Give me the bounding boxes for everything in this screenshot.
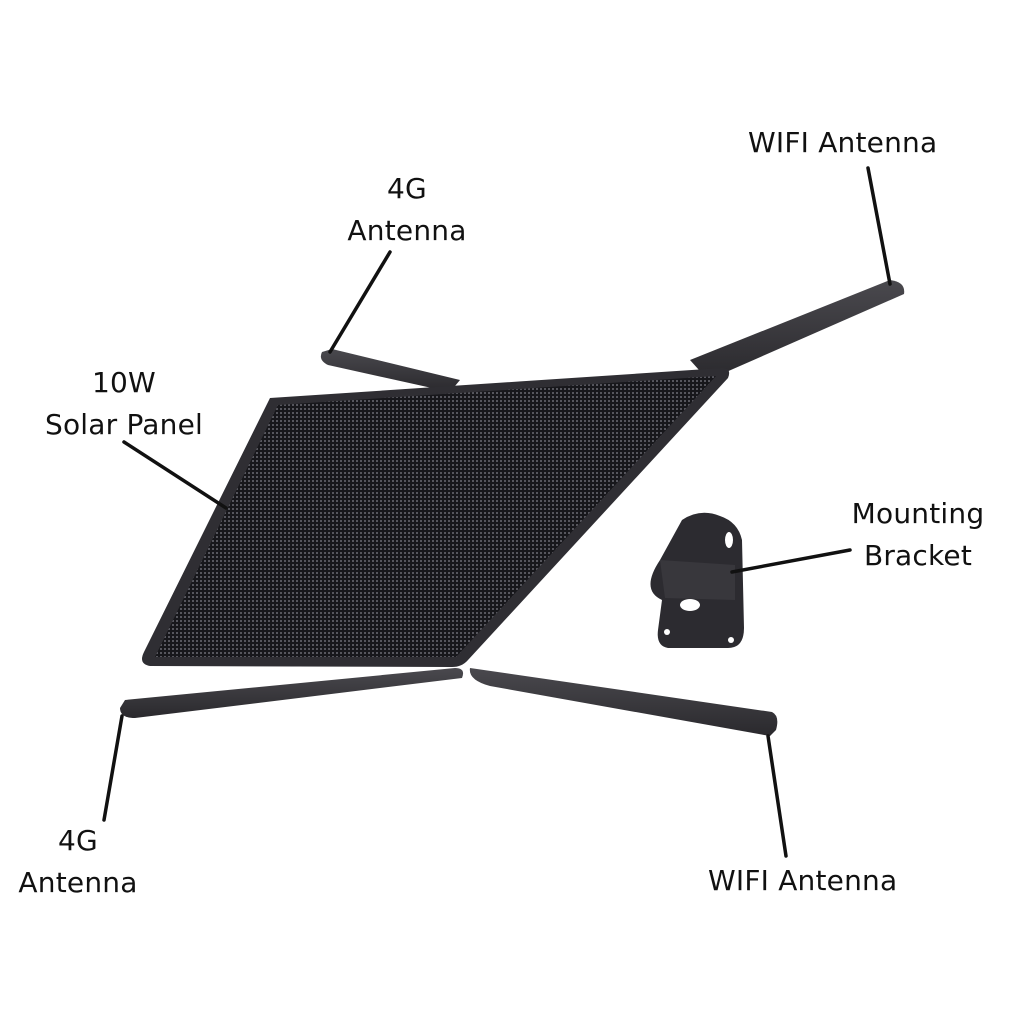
label-line: Solar Panel <box>45 408 203 441</box>
label-line: Bracket <box>863 539 973 572</box>
leader-mounting-bracket <box>730 548 852 574</box>
label-wifi-antenna-bottom: WIFI Antenna <box>708 860 897 902</box>
antenna-wifi-bottom <box>469 668 778 736</box>
leader-wifi-top <box>866 166 892 286</box>
label-line: 4G <box>58 824 98 857</box>
leader-solar-panel <box>122 440 228 510</box>
label-mounting-bracket: Mounting Bracket <box>842 493 994 577</box>
label-line: Antenna <box>347 214 467 247</box>
antenna-4g-bottom <box>120 668 464 718</box>
antenna-4g-top <box>320 349 460 392</box>
leader-4g-bottom <box>102 714 124 822</box>
antenna-wifi-top <box>690 280 905 380</box>
solar-panel <box>142 368 730 667</box>
label-line: Mounting <box>851 497 985 530</box>
label-line: WIFI Antenna <box>708 864 898 897</box>
label-line: 4G <box>387 172 427 205</box>
label-line: 10W <box>92 366 156 399</box>
label-line: WIFI Antenna <box>748 126 938 159</box>
leader-lines <box>102 166 892 858</box>
label-solar-panel: 10W Solar Panel <box>36 362 212 446</box>
mounting-bracket <box>650 512 744 648</box>
label-4g-antenna-top: 4G Antenna <box>342 168 472 252</box>
leader-4g-top <box>328 250 392 354</box>
label-4g-antenna-bottom: 4G Antenna <box>12 820 144 904</box>
label-wifi-antenna-top: WIFI Antenna <box>748 122 937 164</box>
leader-wifi-bottom <box>766 734 788 858</box>
label-line: Antenna <box>18 866 138 899</box>
